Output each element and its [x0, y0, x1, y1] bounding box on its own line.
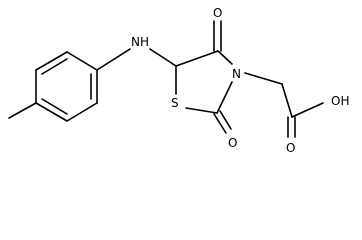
c-oh-bond: [291, 102, 324, 118]
aryl-nh-bond: [96, 48, 131, 71]
c2-o-double-bond: [219, 110, 232, 130]
o-carbonyl-top-label: O: [213, 6, 222, 20]
c5-c4-bond: [175, 50, 219, 67]
c2-s1-bond: [185, 107, 218, 114]
oh-label: OH: [331, 94, 349, 108]
chemical-structure: NH N S O O O OH: [8, 6, 349, 155]
ring-bond: [66, 102, 98, 122]
o-carbonyl-bottom-label: O: [228, 136, 237, 150]
bonds: [8, 20, 324, 138]
c2-o-double-bond: [213, 113, 227, 134]
n-ch2-bond: [244, 72, 283, 85]
methyl-bond: [8, 102, 37, 119]
nh-c5-bond: [149, 48, 177, 67]
ring-bond: [35, 51, 68, 71]
ring-bond: [35, 102, 68, 122]
ch2-cooh-bond: [281, 83, 293, 118]
nh-label: NH: [131, 35, 149, 49]
ring-double-bond: [41, 98, 68, 115]
o-acid-label: O: [286, 141, 295, 155]
n-label: N: [232, 67, 241, 81]
s-label: S: [171, 96, 179, 110]
ring-double-bond: [41, 58, 68, 75]
ring-bond: [66, 51, 98, 71]
c4-n3-bond: [217, 50, 233, 65]
atom-labels: NH N S O O O OH: [131, 6, 349, 155]
n3-c2-bond: [216, 81, 233, 114]
